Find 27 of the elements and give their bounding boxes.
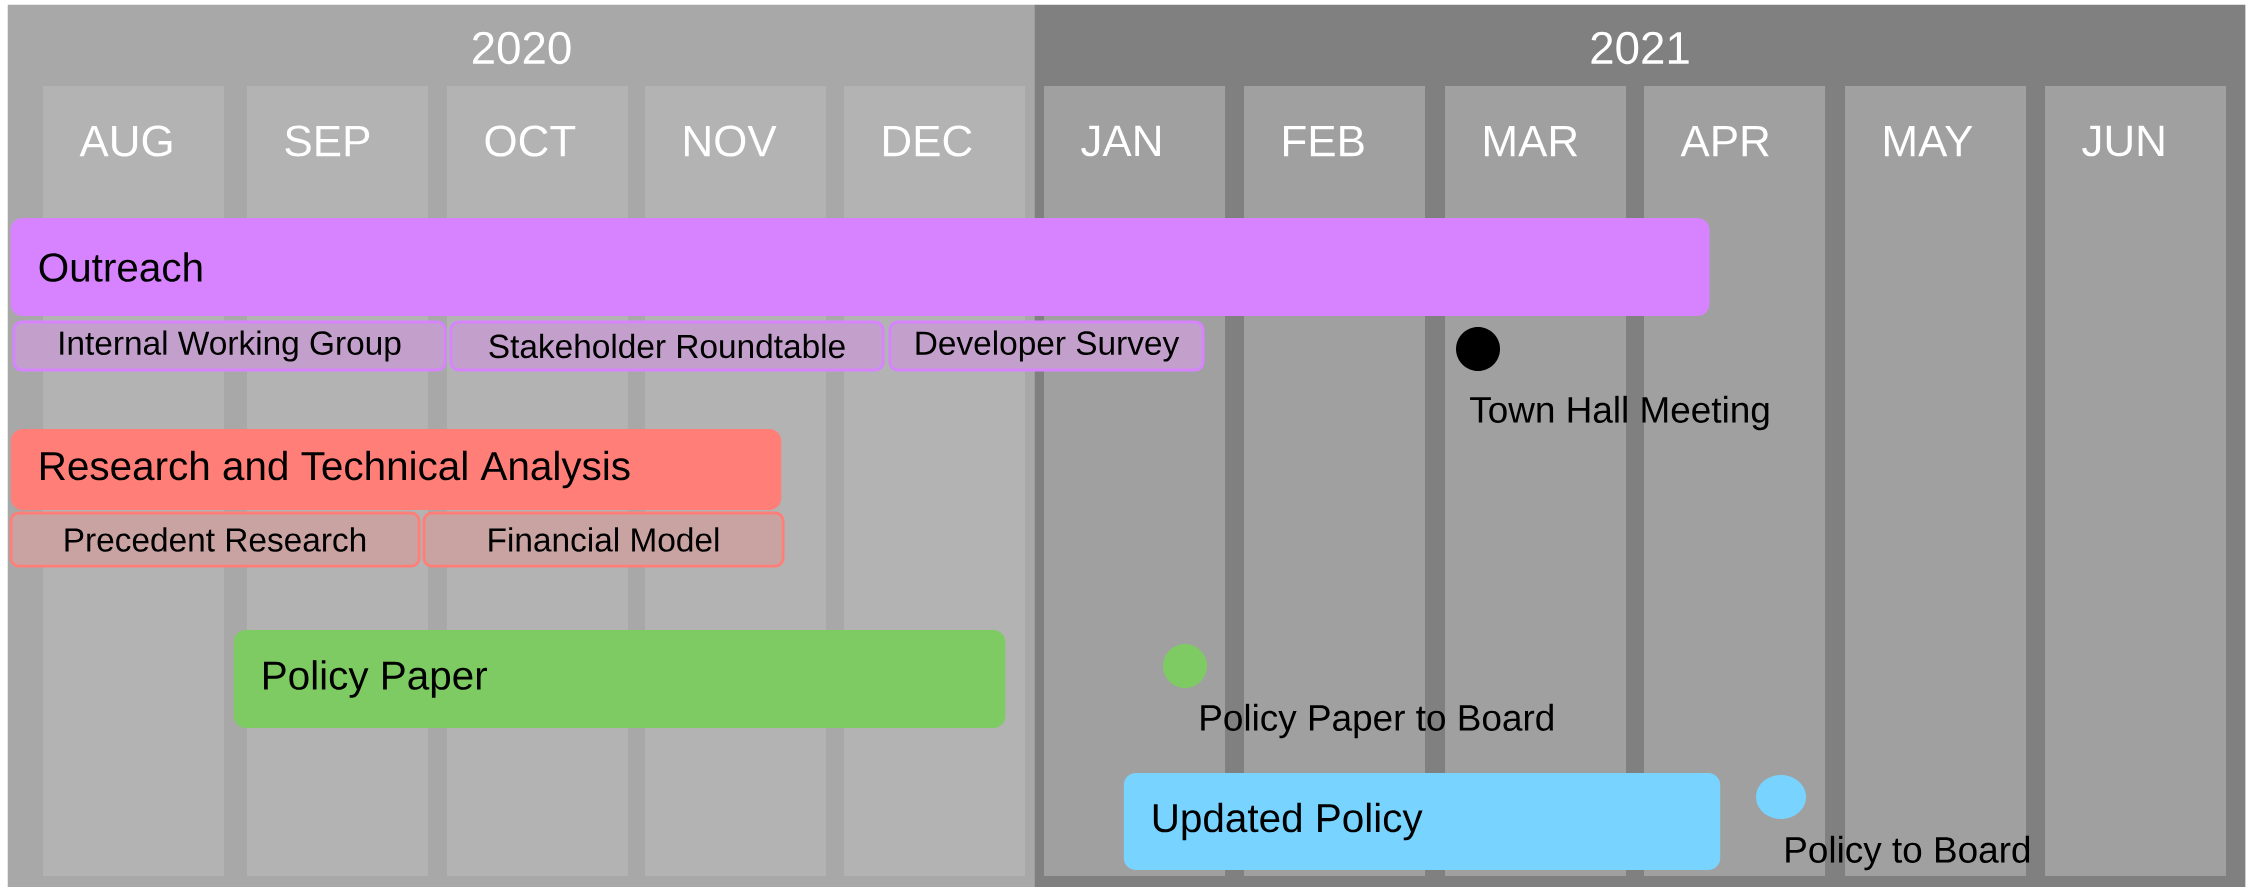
subtask-box: Internal Working Group — [12, 320, 447, 372]
month-label: FEB — [1284, 125, 1364, 157]
milestone: Policy Paper to Board — [1163, 644, 1553, 739]
milestone: Town Hall Meeting — [1456, 327, 1769, 431]
subtask-box: Developer Survey — [888, 320, 1205, 372]
month-label: NOV — [685, 125, 777, 157]
month-label: JAN — [1081, 125, 1160, 157]
month-label: JUN — [2082, 125, 2164, 157]
node-label: Policy Paper to Board — [1201, 703, 1553, 739]
task-bar: Research and Technical Analysis — [10, 429, 782, 511]
month-label: DEC — [884, 125, 972, 157]
month-label: AUG — [79, 125, 172, 157]
month-label: OCT — [485, 125, 576, 157]
month-label: APR — [1680, 125, 1769, 157]
subtask-box: Stakeholder Roundtable — [449, 320, 885, 372]
node-label: Town Hall Meeting — [1470, 395, 1769, 431]
node-label: Policy to Board — [1786, 835, 2030, 871]
task-bar: Updated Policy — [1123, 773, 1721, 871]
task-bar: Outreach — [10, 218, 1710, 317]
milestone: Policy to Board — [1756, 775, 2030, 871]
month-label: SEP — [285, 125, 370, 157]
subtask-box: Financial Model — [422, 511, 785, 568]
task-bar: Policy Paper — [233, 630, 1006, 729]
node-label: Research and Technical Analysis — [41, 450, 630, 489]
subtask-box: Precedent Research — [9, 511, 421, 568]
month-label: MAR — [1485, 125, 1578, 157]
month-label: MAY — [1885, 125, 1973, 157]
